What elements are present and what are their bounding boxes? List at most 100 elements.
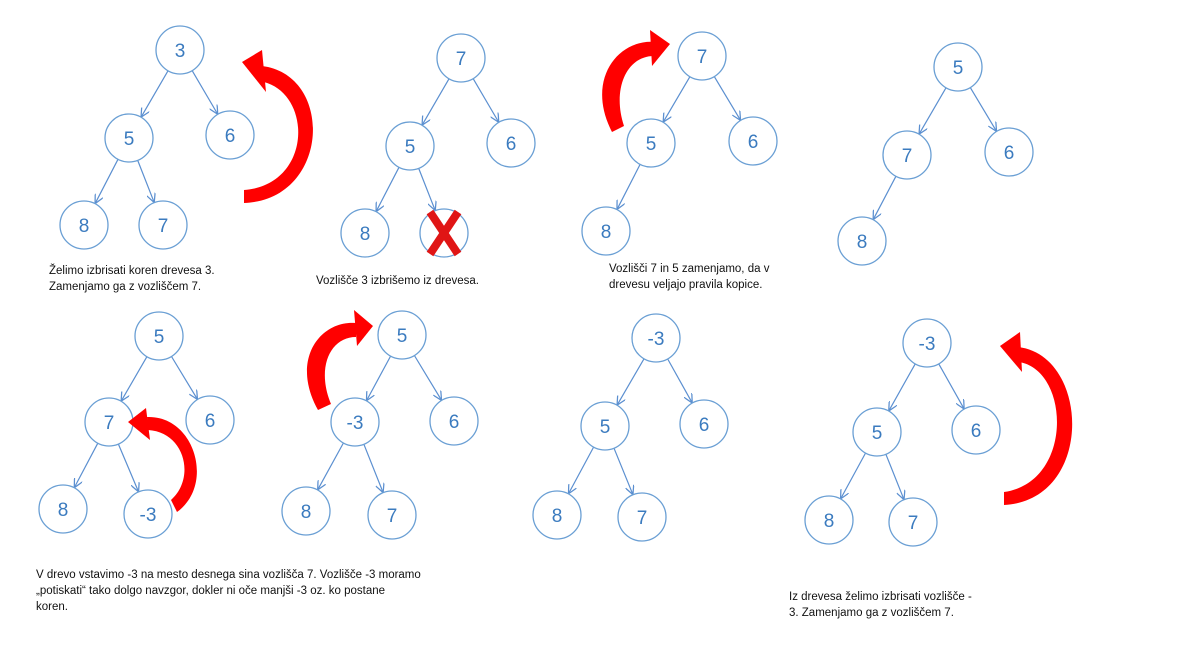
step-7-edge-4 — [613, 447, 633, 494]
step-3-swap-arrow-head — [650, 30, 670, 66]
caption-step-2-line-1: Vozlišče 3 izbrišemo iz drevesa. — [316, 275, 479, 287]
step-7-edge-3 — [569, 446, 595, 493]
step-2-node-3-circle — [486, 118, 536, 168]
step-5-edge-4 — [117, 443, 138, 491]
step-2-node-4-label: 8 — [360, 224, 371, 245]
step-8-node-3: 6 — [951, 405, 1001, 455]
step-7-node-5: 7 — [617, 492, 667, 542]
step-6-node-5: 7 — [367, 490, 417, 540]
step-5-sift-arrow — [128, 408, 197, 512]
edges-layer — [75, 70, 996, 499]
step-8-node-4-label: 8 — [824, 511, 835, 532]
step-2-node-1: 7 — [436, 33, 486, 83]
step-4-edge-1 — [920, 87, 947, 134]
step-7-node-2-label: 5 — [600, 417, 611, 438]
step-5-node-2: 7 — [84, 397, 134, 447]
step-8-node-1-circle — [902, 318, 952, 368]
caption-step-1: Želimo izbrisati koren drevesa 3. Zamenj… — [49, 263, 215, 295]
step-6-node-4-label: 8 — [301, 502, 312, 523]
step-5-node-3: 6 — [185, 395, 235, 445]
step-7-edge-1 — [618, 358, 645, 405]
step-5-edge-2 — [170, 356, 198, 399]
step-3-node-1-circle — [677, 31, 727, 81]
step-2-edge-1 — [423, 78, 450, 125]
step-1-node-2: 5 — [104, 113, 154, 163]
step-1-node-2-label: 5 — [124, 129, 135, 150]
step-8-node-2-label: 5 — [872, 423, 883, 444]
step-5-node-5: -3 — [123, 489, 173, 539]
step-5-node-1: 5 — [134, 311, 184, 361]
step-4-node-3: 6 — [984, 127, 1034, 177]
step-4-node-2-circle — [882, 130, 932, 180]
step-3-node-4-circle — [581, 206, 631, 256]
step-7-node-4-circle — [532, 490, 582, 540]
step-8-node-5-circle — [888, 497, 938, 547]
step-5-node-1-circle — [134, 311, 184, 361]
step-4-node-3-label: 6 — [1004, 143, 1015, 164]
step-1-swap-arrow-head — [242, 50, 266, 92]
step-2-node-2-label: 5 — [405, 137, 416, 158]
step-3-edge-1 — [664, 76, 691, 122]
x-mark-icon — [426, 209, 462, 257]
step-4-node-4-circle — [837, 216, 887, 266]
step-3-swap-arrow — [602, 30, 670, 132]
step-1-edge-2 — [191, 70, 217, 114]
step-1-node-5-label: 7 — [158, 216, 169, 237]
step-7-node-1: -3 — [631, 313, 681, 363]
caption-step-3-line-1: Vozlišči 7 in 5 zamenjamo, da v — [609, 263, 770, 275]
step-3-node-4-label: 8 — [601, 222, 612, 243]
step-3-node-3: 6 — [728, 116, 778, 166]
step-7-edge-2 — [667, 358, 692, 402]
caption-step-5-line-2: „potiskati“ tako dolgo navzgor, dokler n… — [36, 585, 386, 597]
step-7-node-1-label: -3 — [648, 329, 665, 350]
step-1-edge-1 — [142, 70, 169, 117]
step-6-sift-arrow-head — [354, 310, 373, 346]
step-3-swap-arrow-body — [602, 41, 656, 132]
step-7-node-1-circle — [631, 313, 681, 363]
step-6-node-2-circle — [330, 397, 380, 447]
step-8-node-4-circle — [804, 495, 854, 545]
step-8-node-4: 8 — [804, 495, 854, 545]
caption-step-3-line-2: drevesu veljajo pravila kopice. — [609, 279, 763, 291]
caption-step-8-line-1: Iz drevesa želimo izbrisati vozlišče - — [789, 591, 972, 603]
step-4-edge-2 — [969, 87, 996, 131]
step-2-edge-removed — [418, 168, 435, 209]
step-8-swap-arrow-body — [1004, 347, 1073, 505]
step-4-node-4: 8 — [837, 216, 887, 266]
step-7-node-3-label: 6 — [699, 415, 710, 436]
step-3-node-3-circle — [728, 116, 778, 166]
step-4-node-2-label: 7 — [902, 146, 913, 167]
step-8-edge-3 — [841, 452, 867, 498]
step-5-edge-1 — [122, 356, 148, 401]
step-1-edge-3 — [96, 159, 119, 203]
step-2-node-3: 6 — [486, 118, 536, 168]
step-8-node-5-label: 7 — [908, 513, 919, 534]
step-7-node-3-circle — [679, 399, 729, 449]
step-6-node-4-circle — [281, 486, 331, 536]
step-5-node-3-circle — [185, 395, 235, 445]
step-6-node-5-label: 7 — [387, 506, 398, 527]
step-6-node-1: 5 — [377, 310, 427, 360]
step-8-node-1: -3 — [902, 318, 952, 368]
step-3-edge-2 — [713, 76, 740, 120]
step-3-node-2-circle — [626, 118, 676, 168]
step-8-swap-arrow-head — [1000, 332, 1022, 372]
step-1-node-4: 8 — [59, 200, 109, 250]
step-8-node-2: 5 — [852, 407, 902, 457]
arrows-layer — [128, 30, 1073, 512]
step-2-node-2: 5 — [385, 121, 435, 171]
step-5-node-1-label: 5 — [154, 327, 165, 348]
step-2-node-3-label: 6 — [506, 134, 517, 155]
caption-step-2: Vozlišče 3 izbrišemo iz drevesa. — [316, 273, 479, 289]
step-2-edge-2 — [472, 78, 498, 122]
step-7-node-2-circle — [580, 401, 630, 451]
step-1-node-3-label: 6 — [225, 126, 236, 147]
step-6-node-1-circle — [377, 310, 427, 360]
step-3-node-1: 7 — [677, 31, 727, 81]
step-1-node-1-circle — [155, 25, 205, 75]
step-5-node-5-label: -3 — [140, 505, 157, 526]
step-4-node-1-label: 5 — [953, 58, 964, 79]
step-6-sift-arrow-body — [306, 322, 356, 410]
step-4-node-4-label: 8 — [857, 232, 868, 253]
